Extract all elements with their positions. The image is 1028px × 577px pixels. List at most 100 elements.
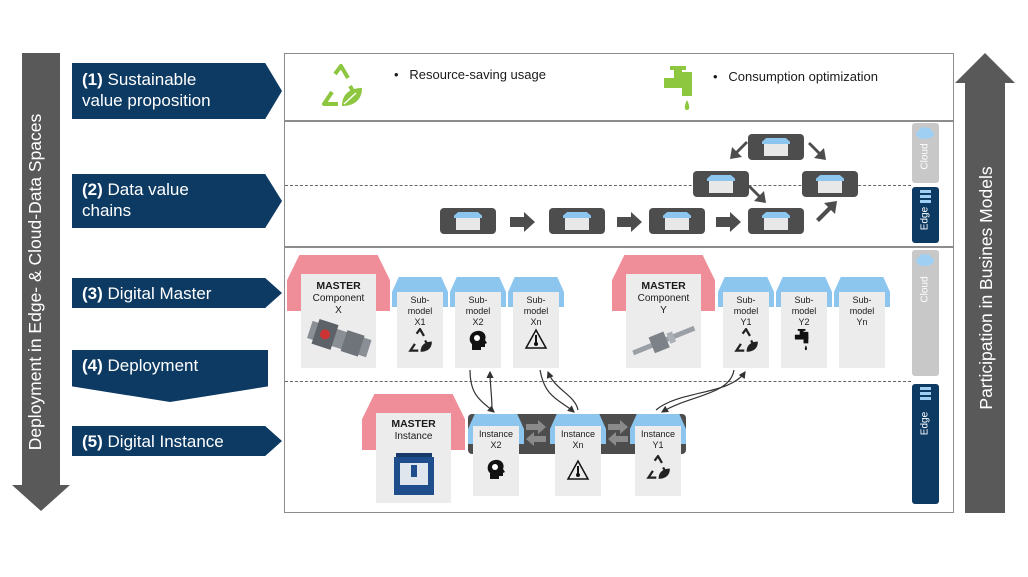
- master-instance-title: MASTER: [391, 418, 436, 430]
- warning-thermometer-icon-instance-xn: [566, 459, 590, 480]
- value-proposition-panel: [284, 53, 954, 121]
- submodel-yn-l1: Sub-: [852, 295, 872, 305]
- master-y-title: MASTER: [641, 280, 686, 292]
- down-arrow-shape: [12, 53, 70, 511]
- master-instance: MASTER Instance: [376, 413, 451, 503]
- ai-head-icon-instance-x2: [487, 459, 505, 479]
- instance-x2-l2: X2: [490, 440, 502, 450]
- master-x-title: MASTER: [316, 280, 361, 292]
- step-3-line1: Digital Master: [107, 284, 212, 303]
- edge-tag-top: Edge: [912, 187, 939, 243]
- chain-node-1: [440, 208, 496, 234]
- chain-arrow-2: [617, 212, 642, 232]
- step-1-label: (1) Sustainable value proposition: [72, 63, 282, 119]
- step-2-line2: chains: [82, 201, 132, 220]
- chain-arrow-se: [748, 185, 766, 203]
- edge-tag-bottom: Edge: [912, 384, 939, 504]
- chain-arrow-up-right: [816, 201, 837, 222]
- submodel-yn-l3: Yn: [856, 317, 868, 327]
- submodel-x1-l1: Sub-: [410, 295, 430, 305]
- server-icon: [920, 190, 931, 203]
- water-tap-icon-y2: [794, 328, 809, 351]
- step-2-label: (2) Data value chains: [72, 174, 282, 228]
- instance-y1-l2: Y1: [652, 440, 664, 450]
- instance-arrow-1: [526, 420, 546, 434]
- cloud-node-top: [748, 134, 804, 160]
- bullet-resource-saving: • Resource-saving usage: [394, 67, 546, 82]
- server-icon-bottom: [920, 387, 931, 400]
- submodel-xn-l2: model: [523, 306, 549, 316]
- instance-xn-l2: Xn: [572, 440, 584, 450]
- master-component-y: MASTER Component Y: [626, 274, 701, 368]
- submodel-xn-l1: Sub-: [526, 295, 546, 305]
- bullet-consumption-optimization: • Consumption optimization: [713, 69, 878, 84]
- instance-arrow-2b: [608, 432, 628, 446]
- instance-arrow-2: [608, 420, 628, 434]
- instance-xn-l1: Instance: [560, 429, 596, 439]
- submodel-y2-l3: Y2: [798, 317, 810, 327]
- step-3-label: (3) Digital Master: [72, 278, 282, 308]
- step-5-line1: Digital Instance: [107, 432, 224, 451]
- warning-thermometer-icon-xn: [524, 328, 548, 349]
- chain-node-2: [549, 208, 605, 234]
- chain-arrow-3: [716, 212, 741, 232]
- submodel-x1-l2: model: [407, 306, 433, 316]
- recycle-leaf-icon-x1: [408, 327, 432, 352]
- water-tap-icon: [660, 64, 706, 119]
- cloud-tag-bottom: Cloud: [912, 250, 939, 376]
- cloud-edge-divider-top: [285, 185, 911, 186]
- chain-arrow-up-right-2: [730, 141, 748, 159]
- submodel-y2-l1: Sub-: [794, 295, 814, 305]
- submodel-y1-l1: Sub-: [736, 295, 756, 305]
- ai-head-icon-x2: [469, 330, 487, 350]
- right-vertical-arrow: [955, 53, 1015, 513]
- step-1-number: (1): [82, 70, 103, 89]
- bullet-resource-saving-text: Resource-saving usage: [409, 67, 546, 82]
- submodel-y2-l2: model: [791, 306, 817, 316]
- cloud-node-right: [802, 171, 858, 197]
- submodel-x2-l2: model: [465, 306, 491, 316]
- submodel-y1-l2: model: [733, 306, 759, 316]
- recycle-leaf-icon: [318, 64, 364, 115]
- master-x-line1: Component: [312, 293, 365, 304]
- recycle-leaf-icon-y1: [734, 327, 758, 352]
- instance-x2-l1: Instance: [478, 429, 514, 439]
- submodel-y1-l3: Y1: [740, 317, 752, 327]
- master-x-line2: X: [335, 305, 342, 316]
- instance-y1-l1: Instance: [640, 429, 676, 439]
- chain-node-4: [748, 208, 804, 234]
- cloud-node-left: [693, 171, 749, 197]
- master-component-x: MASTER Component X: [301, 274, 376, 368]
- chain-arrow-1: [510, 212, 535, 232]
- step-1-line1: Sustainable: [107, 70, 197, 89]
- ball-screw-icon: [632, 325, 696, 356]
- master-y-line1: Component: [637, 293, 690, 304]
- recycle-leaf-icon-instance-y1: [646, 454, 670, 479]
- chain-node-3: [649, 208, 705, 234]
- cloud-edge-divider-bottom: [285, 381, 911, 382]
- step-2-number: (2): [82, 180, 103, 199]
- cloud-tag-top: Cloud: [912, 123, 939, 183]
- instance-arrow-1b: [526, 432, 546, 446]
- chain-arrows: [510, 141, 837, 232]
- step-3-number: (3): [82, 284, 103, 303]
- step-2-line1: Data value: [107, 180, 189, 199]
- submodel-x1-l3: X1: [414, 317, 426, 327]
- master-y-line2: Y: [660, 305, 667, 316]
- left-vertical-arrow: [12, 53, 70, 511]
- up-arrow-shape: [955, 53, 1015, 513]
- step-5-label: (5) Digital Instance: [72, 426, 282, 456]
- step-4-line1: Deployment: [107, 356, 199, 375]
- bullet-consumption-optimization-text: Consumption optimization: [728, 69, 878, 84]
- submodel-x2-l1: Sub-: [468, 295, 488, 305]
- cnc-machine-icon: [394, 453, 434, 495]
